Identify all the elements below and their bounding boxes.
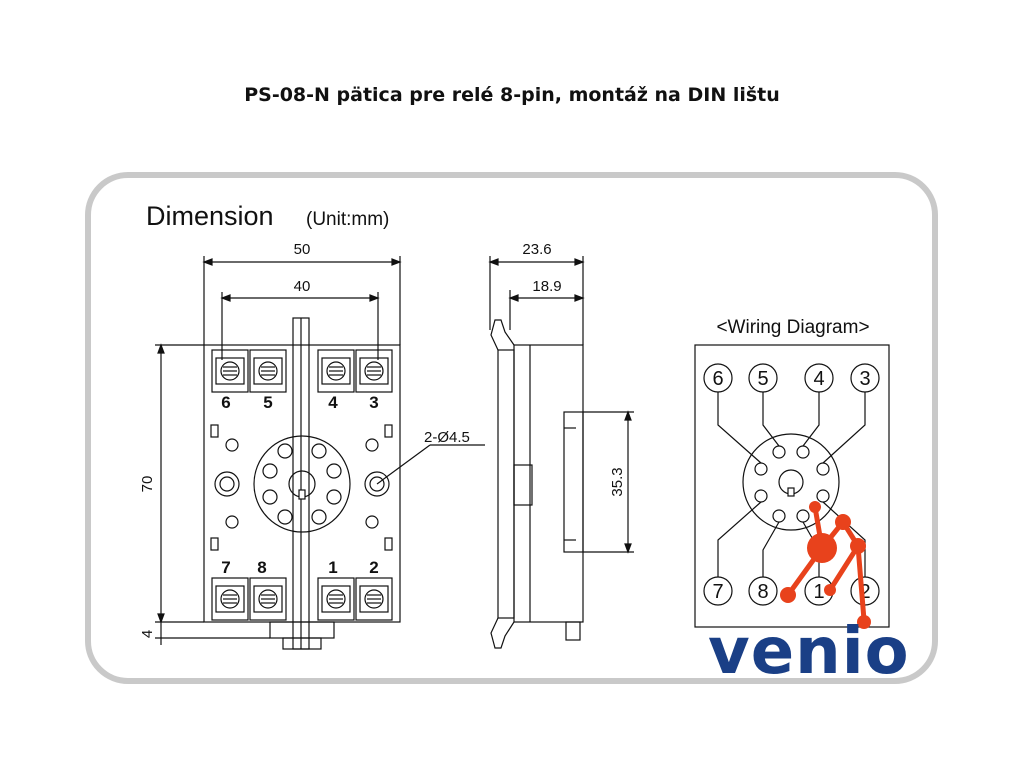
wiring-title: <Wiring Diagram>: [716, 317, 869, 338]
front-pin-label: 6: [221, 393, 230, 412]
hole-label: 2-Ø4.5: [424, 429, 470, 446]
dim-rail-height: 35.3: [609, 467, 626, 496]
panel-heading: Dimension: [146, 201, 274, 231]
front-pin-label: 8: [257, 558, 266, 577]
front-pin-label: 1: [328, 558, 337, 577]
dim-width-inner: 40: [294, 278, 311, 295]
unit-label: (Unit:mm): [306, 209, 389, 230]
side-view: [488, 256, 634, 649]
dim-bottom-offset: 4: [139, 630, 156, 638]
wiring-diagram: [694, 344, 890, 628]
wiring-terminal-label: 1: [813, 581, 824, 603]
wiring-terminal-label: 3: [859, 368, 870, 390]
front-pin-label: 7: [221, 558, 230, 577]
wiring-terminal-label: 4: [813, 368, 824, 390]
front-pin-label: 5: [263, 393, 272, 412]
wiring-terminal-label: 8: [757, 581, 768, 603]
wiring-terminal-label: 2: [859, 581, 870, 603]
brand-name: venio: [708, 615, 910, 689]
wiring-terminal-label: 6: [712, 368, 723, 390]
wiring-terminal-label: 5: [757, 368, 768, 390]
panel-frame: [85, 172, 938, 684]
front-view: [155, 256, 485, 650]
dim-depth-total: 23.6: [522, 241, 551, 258]
dim-depth-inner: 18.9: [532, 278, 561, 295]
wiring-terminal-label: 7: [712, 581, 723, 603]
front-pin-label: 3: [369, 393, 378, 412]
page-title: PS-08-N pätica pre relé 8-pin, montáž na…: [244, 84, 780, 106]
dim-height: 70: [139, 476, 156, 493]
dim-width-outer: 50: [294, 241, 311, 258]
front-pin-label: 4: [328, 393, 338, 412]
front-pin-label: 2: [369, 558, 378, 577]
brand-logo-mark: [780, 501, 871, 629]
